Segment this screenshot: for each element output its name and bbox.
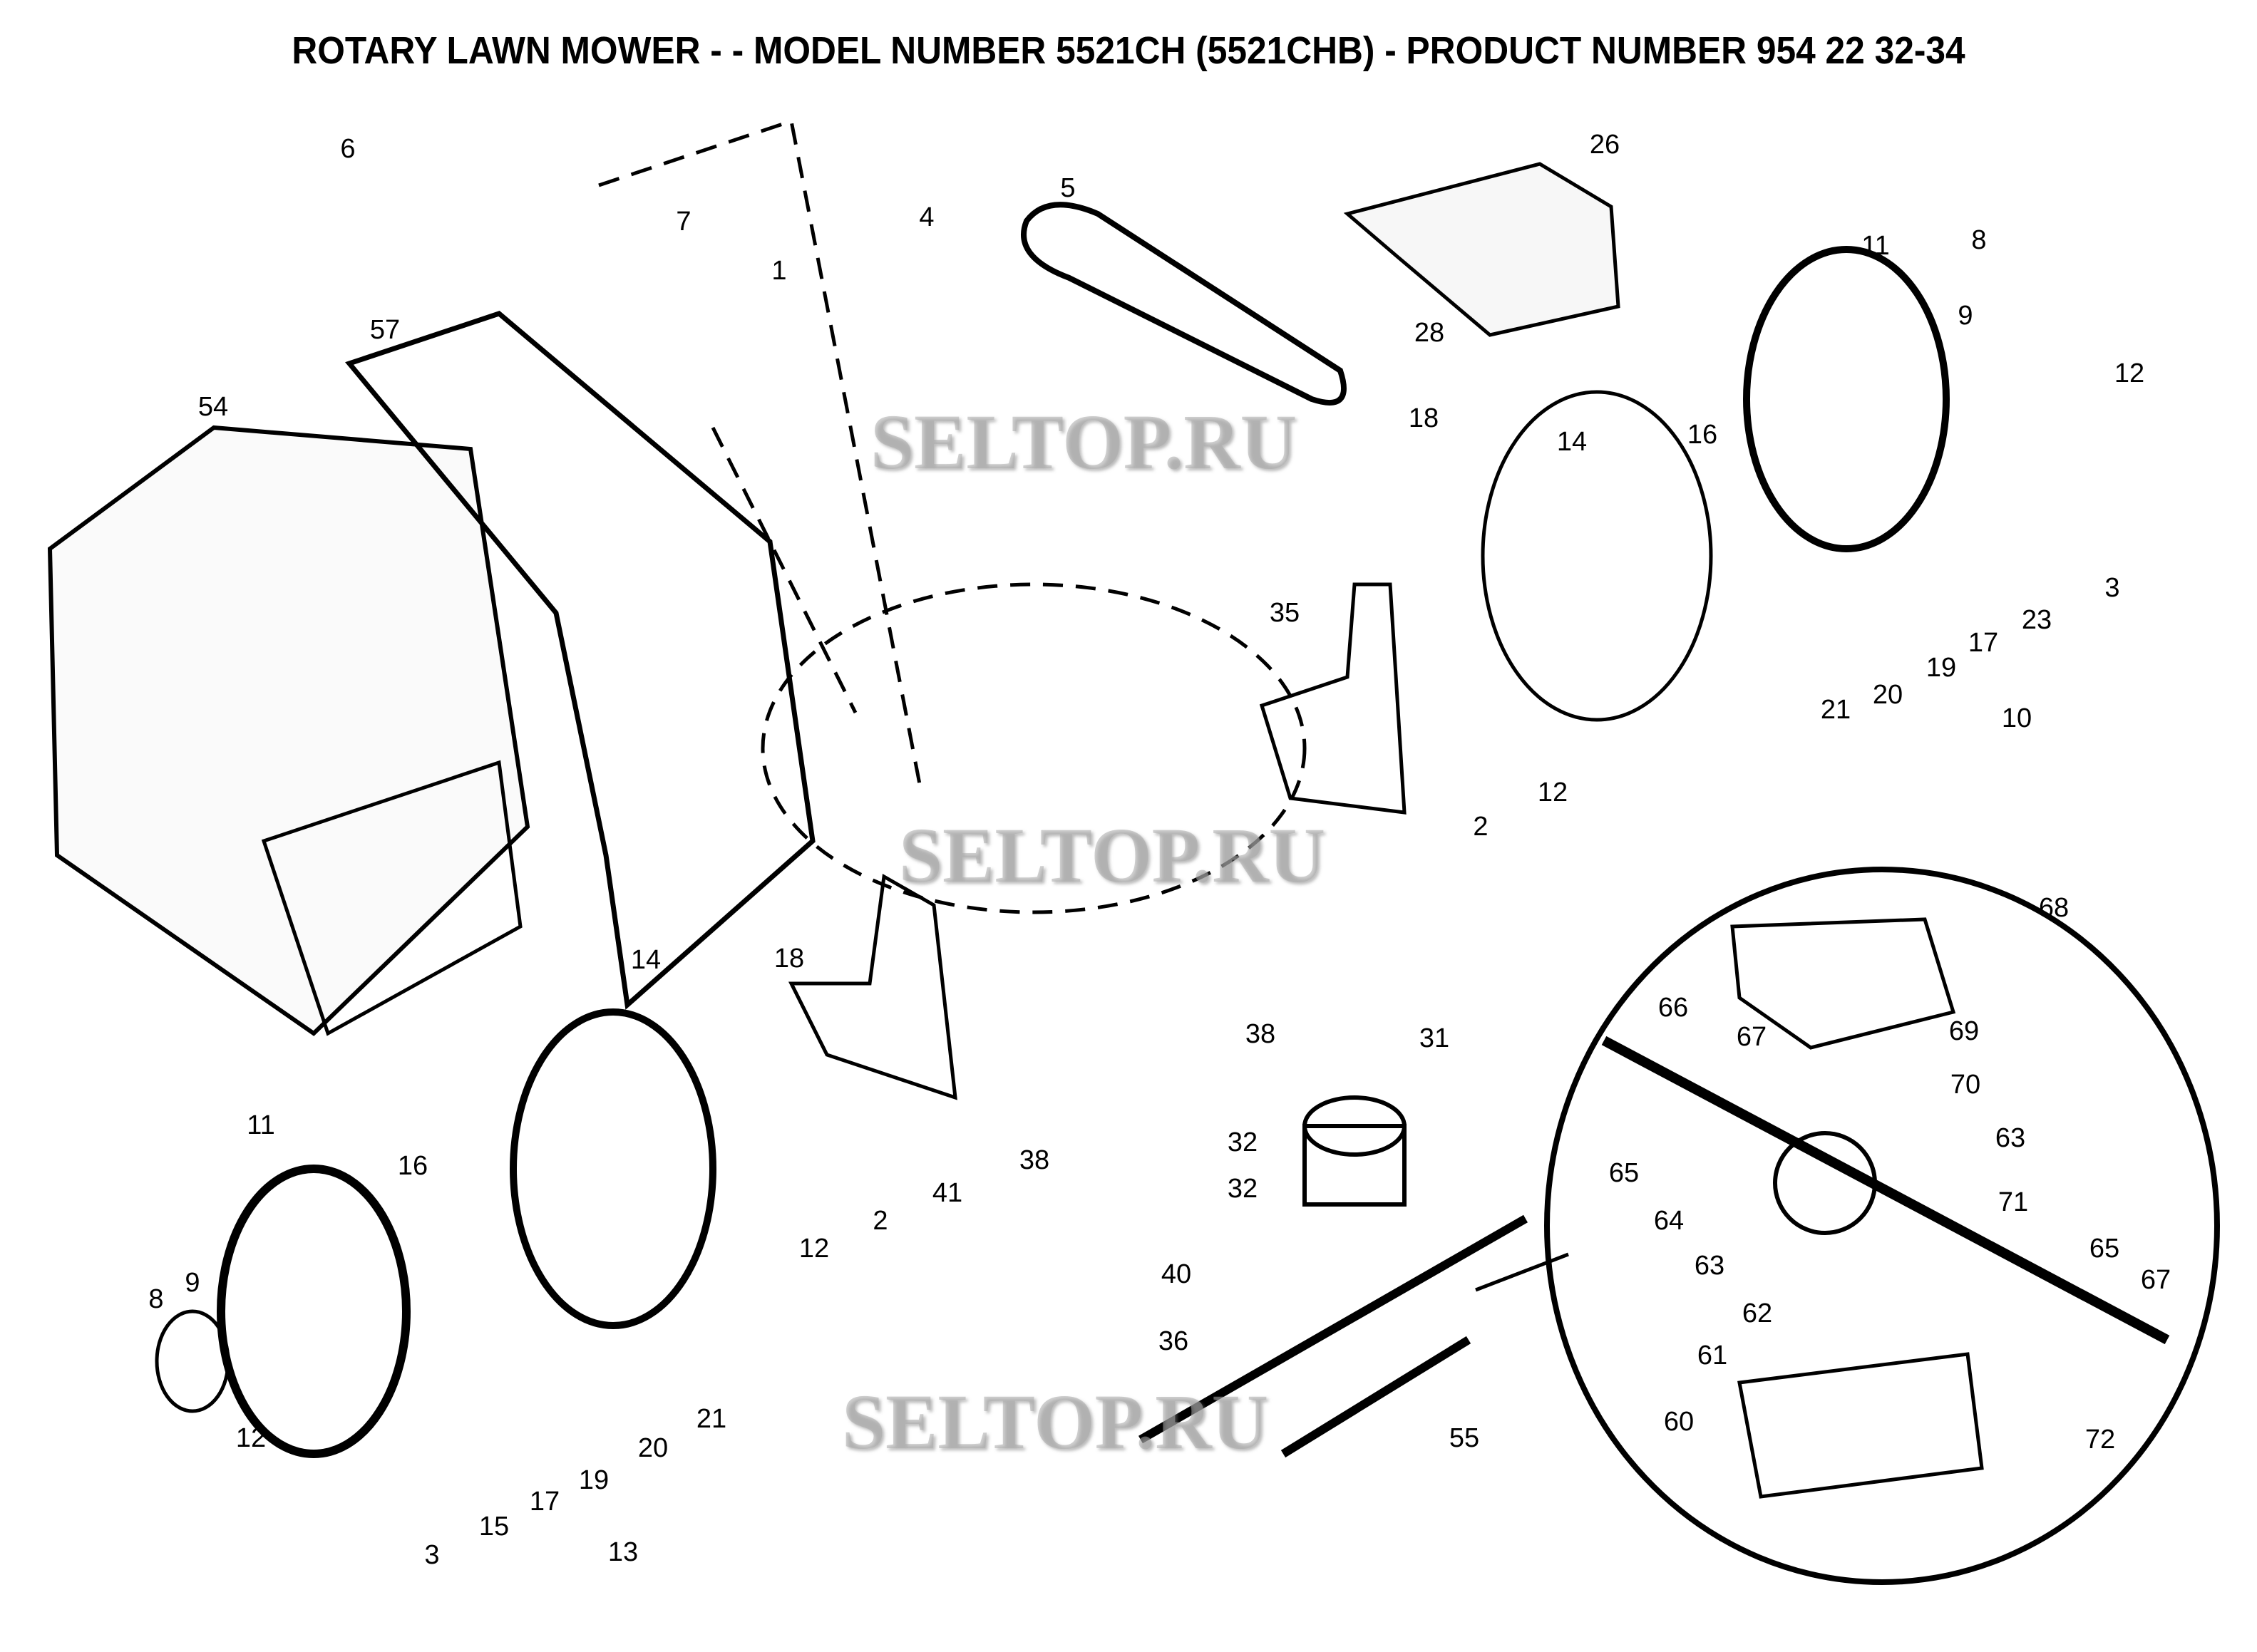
part-label: 2 — [1473, 812, 1489, 842]
part-label: 6 — [340, 134, 356, 164]
drive-axle — [1138, 1214, 1528, 1444]
part-label: 68 — [2038, 893, 2070, 923]
part-label: 60 — [1663, 1407, 1695, 1437]
part-label: 64 — [1653, 1206, 1685, 1236]
pulley-body — [1302, 1124, 1407, 1207]
part-label: 17 — [529, 1487, 560, 1517]
part-label: 63 — [1694, 1251, 1725, 1281]
part-label: 13 — [607, 1537, 639, 1567]
part-label: 21 — [1820, 695, 1851, 725]
part-label: 36 — [1158, 1326, 1189, 1356]
wheel-hubcap-right — [1481, 390, 1713, 722]
part-label: 18 — [773, 944, 805, 974]
part-label: 8 — [1971, 225, 1987, 255]
part-label: 66 — [1657, 993, 1689, 1023]
gearbox-housing-top — [1730, 917, 1956, 1050]
part-label: 12 — [2114, 358, 2145, 388]
rear-wheel-right — [1743, 246, 1950, 552]
belt-cover — [1343, 162, 1620, 337]
part-label: 54 — [197, 392, 229, 422]
part-label: 3 — [424, 1540, 440, 1570]
part-label: 17 — [1968, 628, 1999, 658]
grass-bag — [47, 425, 530, 1036]
part-label: 55 — [1449, 1423, 1480, 1453]
drive-belt — [1021, 202, 1347, 406]
part-label: 9 — [185, 1268, 200, 1298]
part-label: 9 — [1958, 301, 1973, 331]
part-label: 32 — [1227, 1174, 1258, 1204]
part-label: 67 — [1736, 1022, 1767, 1052]
part-label: 19 — [1926, 653, 1957, 683]
gearbox-housing-bottom — [1737, 1352, 1984, 1499]
part-label: 5 — [1060, 173, 1076, 203]
part-label: 65 — [1608, 1158, 1640, 1188]
part-label: 26 — [1589, 130, 1620, 160]
part-label: 61 — [1697, 1341, 1728, 1370]
part-label: 19 — [578, 1465, 610, 1495]
part-label: 21 — [696, 1404, 727, 1434]
part-label: 2 — [873, 1206, 888, 1236]
part-label: 8 — [148, 1284, 164, 1314]
part-label: 11 — [247, 1110, 275, 1140]
part-label: 20 — [637, 1433, 669, 1463]
bag-frame — [345, 311, 816, 1010]
transmission-detail-inset — [1544, 867, 2220, 1585]
part-label: 62 — [1742, 1299, 1773, 1328]
part-label: 38 — [1245, 1019, 1276, 1049]
part-label: 63 — [1995, 1123, 2026, 1153]
mower-deck-dashed — [761, 582, 1307, 914]
part-label: 12 — [235, 1423, 267, 1453]
part-label: 38 — [1019, 1145, 1050, 1175]
part-label: 72 — [2084, 1425, 2116, 1455]
axle-rod — [1280, 1336, 1471, 1458]
rear-wheel-left — [510, 1008, 716, 1329]
part-label: 15 — [478, 1512, 510, 1542]
part-label: 40 — [1161, 1259, 1192, 1289]
part-label: 23 — [2021, 605, 2052, 635]
part-label: 70 — [1950, 1070, 1981, 1100]
part-label: 3 — [2104, 573, 2120, 603]
part-label: 67 — [2140, 1265, 2171, 1295]
part-label: 69 — [1948, 1016, 1980, 1046]
hubcap-left — [155, 1309, 230, 1413]
part-label: 14 — [630, 945, 662, 975]
part-label: 16 — [1687, 420, 1718, 450]
watermark: SELTOP.RU — [898, 812, 1326, 899]
diagram-title: ROTARY LAWN MOWER - - MODEL NUMBER 5521C… — [292, 29, 1965, 72]
handle-dashed — [598, 118, 922, 785]
height-adjuster-bracket-left — [788, 873, 957, 1100]
leader-to-inset — [1475, 1252, 1569, 1292]
part-label: 7 — [676, 207, 692, 237]
part-label: 57 — [369, 315, 401, 345]
part-label: 1 — [771, 256, 787, 286]
part-label: 18 — [1408, 403, 1439, 433]
part-label: 32 — [1227, 1127, 1258, 1157]
part-label: 71 — [1998, 1187, 2029, 1217]
part-label: 16 — [397, 1151, 428, 1181]
part-label: 35 — [1269, 598, 1300, 628]
front-wheel-left — [217, 1165, 411, 1458]
part-label: 11 — [1861, 231, 1890, 261]
part-label: 12 — [1537, 778, 1568, 807]
part-label: 41 — [932, 1178, 963, 1208]
grass-bag-opening — [261, 760, 523, 1036]
part-label: 28 — [1414, 318, 1445, 348]
height-adjuster-bracket-right — [1259, 582, 1407, 815]
watermark: SELTOP.RU — [841, 1378, 1269, 1465]
watermark: SELTOP.RU — [870, 398, 1297, 485]
part-label: 31 — [1419, 1023, 1450, 1053]
gearbox-shaft — [1601, 1036, 2170, 1345]
part-label: 10 — [2001, 703, 2032, 733]
part-label: 14 — [1556, 427, 1588, 457]
part-label: 12 — [798, 1234, 830, 1264]
gear — [1773, 1131, 1877, 1235]
part-label: 20 — [1872, 680, 1903, 710]
part-label: 65 — [2089, 1234, 2120, 1264]
part-label: 4 — [919, 202, 935, 232]
